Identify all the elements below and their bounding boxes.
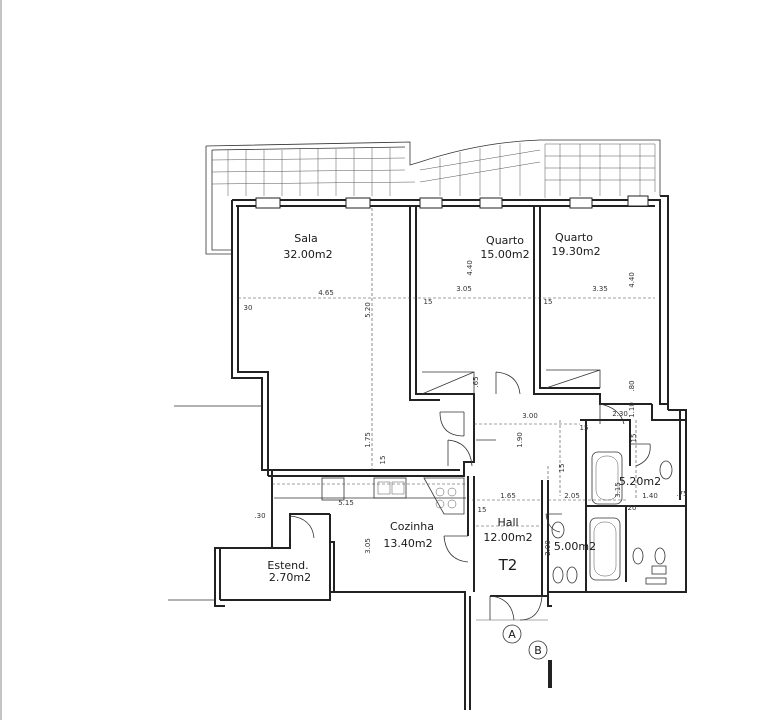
- dim-305b: 3.05: [364, 538, 372, 554]
- hall-name: Hall: [497, 516, 518, 529]
- dim-440a: 4.40: [466, 260, 474, 276]
- sala-area: 32.00m2: [283, 248, 332, 261]
- dim-465: 4.65: [318, 289, 334, 297]
- bathroom-fittings: [551, 451, 673, 585]
- dim-15a: 15: [424, 298, 433, 306]
- sala-name: Sala: [294, 232, 318, 245]
- entry: [476, 619, 552, 688]
- dim-315: 3.15: [614, 482, 622, 498]
- dim-30b: .30: [254, 512, 265, 520]
- windows: [255, 195, 649, 209]
- dim-15b: 15: [544, 298, 553, 306]
- section-markers: A B: [502, 624, 548, 660]
- doors: [289, 371, 651, 621]
- cozinha-area: 13.40m2: [383, 537, 432, 550]
- dim-15c: 15: [580, 424, 589, 432]
- dim-190: 1.90: [516, 432, 524, 448]
- dim-140: 1.40: [642, 492, 658, 500]
- quarto2-name: Quarto: [555, 231, 593, 244]
- dim-15e: 15: [630, 434, 638, 443]
- dim-230: 2.30: [612, 410, 628, 418]
- exterior-walls: [214, 195, 687, 710]
- quarto2-area: 19.30m2: [551, 245, 600, 258]
- dimension-labels: 4.65 5.20 3.05 4.40 3.35 4.40 30 15 15 .…: [244, 260, 688, 556]
- unit-label: T2: [498, 556, 518, 574]
- dim-30a: 30: [244, 304, 253, 312]
- marker-b-circle: [528, 640, 548, 660]
- dim-440b: 4.40: [628, 272, 636, 288]
- marker-a-circle: [502, 624, 522, 644]
- dim-200: 2.00: [544, 540, 552, 556]
- dim-335: 3.35: [592, 285, 608, 293]
- dim-75: .75: [676, 490, 687, 498]
- beam-lines: [238, 208, 655, 527]
- dim-15d: 15: [379, 456, 387, 465]
- dim-520: 5.20: [364, 302, 372, 318]
- wc1-area: 5.20m2: [619, 475, 661, 488]
- room-labels: Sala 32.00m2 Quarto 15.00m2 Quarto 19.30…: [267, 231, 661, 584]
- balcony: [205, 139, 661, 255]
- dim-15g: 15: [478, 506, 487, 514]
- dim-300: 3.00: [522, 412, 538, 420]
- marker-b: B: [534, 644, 542, 657]
- dim-110: 1.10: [628, 402, 636, 418]
- dim-165: 1.65: [500, 492, 516, 500]
- dim-20: 20: [628, 504, 637, 512]
- kitchen-fittings: [274, 477, 466, 515]
- dim-080: .80: [628, 380, 636, 391]
- interior-walls: [268, 206, 686, 596]
- estend-area: 2.70m2: [269, 571, 311, 584]
- dim-175: 1.75: [364, 432, 372, 448]
- cozinha-name: Cozinha: [390, 520, 434, 533]
- wc2-area: 5.00m2: [554, 540, 596, 553]
- dim-515: 5.15: [338, 499, 354, 507]
- quarto1-area: 15.00m2: [480, 248, 529, 261]
- dim-205: 2.05: [564, 492, 580, 500]
- estend-name: Estend.: [267, 559, 308, 572]
- dim-065: .65: [472, 376, 480, 387]
- marker-a: A: [508, 628, 516, 641]
- hall-area: 12.00m2: [483, 531, 532, 544]
- quarto1-name: Quarto: [486, 234, 524, 247]
- dim-305a: 3.05: [456, 285, 472, 293]
- dim-15f: 15: [558, 464, 566, 473]
